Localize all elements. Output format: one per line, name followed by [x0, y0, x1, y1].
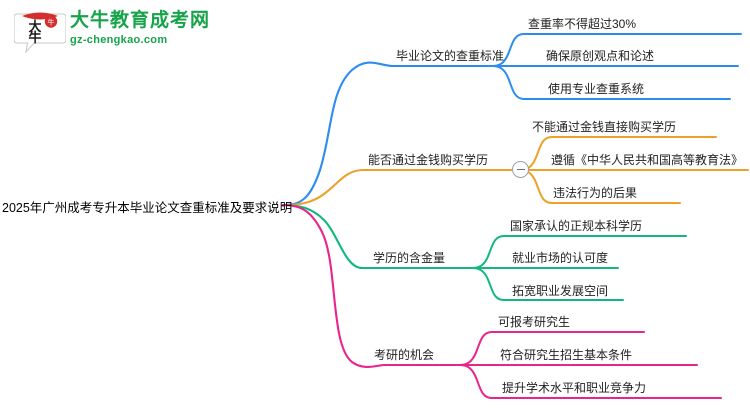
leaf-label-0-2[interactable]: 使用专业查重系统	[548, 82, 645, 96]
branch-label-1[interactable]: 能否通过金钱购买学历	[368, 153, 489, 167]
branch-label-0[interactable]: 毕业论文的查重标准	[396, 49, 505, 63]
leaf-label-0-1[interactable]: 确保原创观点和论述	[546, 49, 655, 63]
branch-curve-1	[281, 168, 378, 207]
branch-label-2[interactable]: 学历的含金量	[373, 251, 446, 265]
branch-curve-3	[281, 203, 386, 368]
svg-text:牛: 牛	[48, 18, 55, 27]
leaf-label-3-1[interactable]: 符合研究生招生基本条件	[500, 348, 633, 362]
root-node[interactable]: 2025年广州成考专升本毕业论文查重标准及要求说明	[2, 201, 293, 215]
leaf-label-1-1[interactable]: 遵循《中华人民共和国高等教育法》	[551, 153, 744, 167]
leaf-label-3-2[interactable]: 提升学术水平和职业竞争力	[502, 381, 647, 395]
leaf-label-1-0[interactable]: 不能通过金钱直接购买学历	[532, 120, 677, 134]
leaf-label-1-2[interactable]: 违法行为的后果	[553, 186, 638, 200]
leaf-label-2-0[interactable]: 国家承认的正规本科学历	[510, 219, 643, 233]
minus-circle-icon[interactable]	[512, 161, 529, 178]
logo-mark-icon: 牛 大 牛	[14, 12, 66, 54]
site-logo[interactable]: 牛 大 牛 大牛教育成考网 gz-chengkao.com	[14, 8, 244, 60]
logo-domain: gz-chengkao.com	[70, 34, 168, 46]
svg-text:大: 大	[28, 19, 41, 35]
svg-text:牛: 牛	[28, 30, 41, 46]
leaf-label-3-0[interactable]: 可报考研究生	[498, 315, 571, 329]
leaf-label-2-2[interactable]: 拓宽职业发展空间	[512, 284, 609, 298]
branch-curve-2	[281, 203, 378, 270]
leaf-label-0-0[interactable]: 查重率不得超过30%	[528, 17, 637, 31]
leaf-label-2-1[interactable]: 就业市场的认可度	[512, 251, 609, 265]
branch-label-3[interactable]: 考研的机会	[374, 348, 435, 362]
branch-curve-0	[281, 61, 395, 207]
logo-text-block: 大牛教育成考网 gz-chengkao.com	[70, 10, 210, 48]
logo-site-name: 大牛教育成考网	[70, 10, 211, 31]
